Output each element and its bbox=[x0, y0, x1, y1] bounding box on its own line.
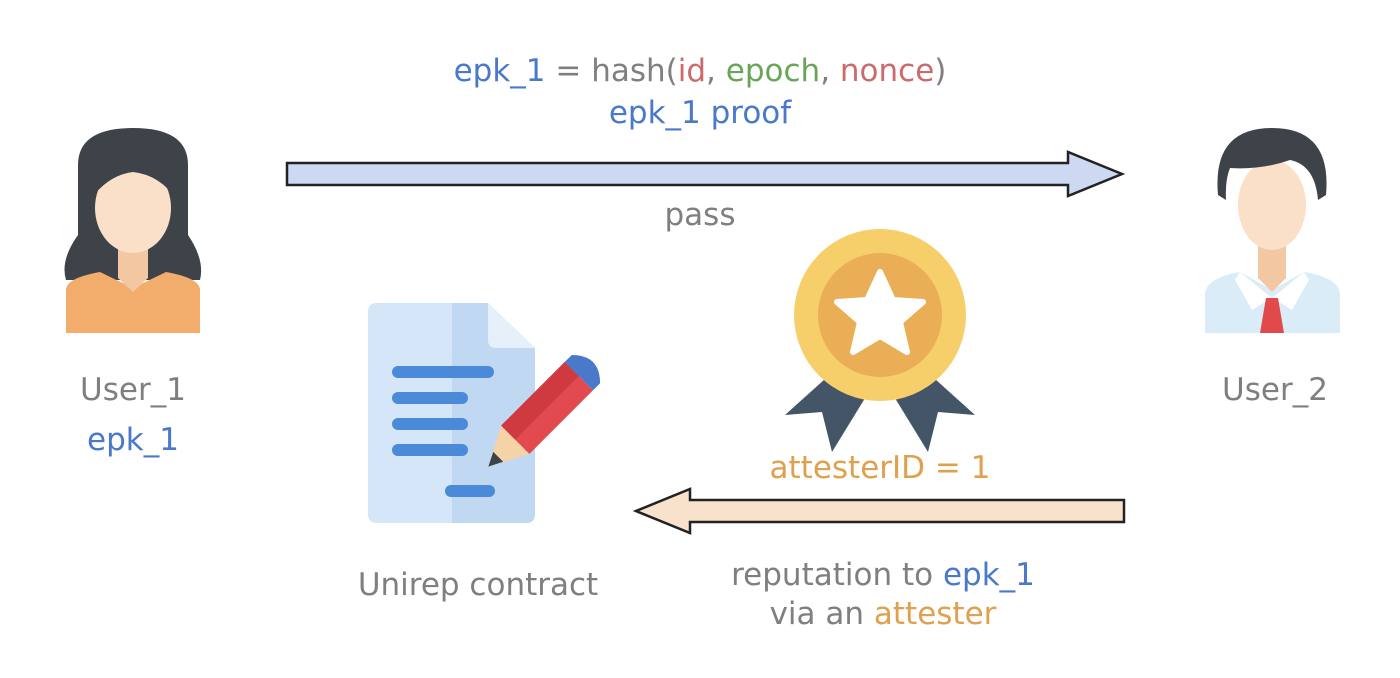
reputation-prefix: reputation to bbox=[731, 557, 943, 593]
formula-epoch: epoch bbox=[725, 53, 821, 89]
reputation-arrow bbox=[632, 487, 1126, 535]
male-user-icon bbox=[1205, 128, 1340, 333]
formula-eq: = hash( bbox=[545, 53, 678, 89]
attester-id-label: attesterID = 1 bbox=[769, 450, 991, 486]
formula-id: id bbox=[677, 53, 707, 89]
hash-formula: epk_1 = hash(id, epoch, nonce) bbox=[0, 56, 1400, 87]
user1-name: User_1 bbox=[80, 372, 186, 408]
proof-label: epk_1 proof bbox=[608, 95, 792, 131]
formula-nonce: nonce bbox=[839, 53, 935, 89]
formula-comma2: , bbox=[820, 53, 840, 89]
contract-label: Unirep contract bbox=[357, 567, 599, 603]
reputation-line1: reputation to epk_1 bbox=[683, 560, 1083, 591]
pass-label: pass bbox=[664, 197, 736, 233]
reputation-attester: attester bbox=[873, 596, 997, 632]
medal-star-icon bbox=[785, 229, 975, 452]
female-user-icon bbox=[64, 128, 202, 333]
document-pencil-icon bbox=[368, 303, 601, 523]
formula-comma1: , bbox=[706, 53, 726, 89]
formula-lhs: epk_1 bbox=[453, 53, 546, 89]
reputation-target: epk_1 bbox=[942, 557, 1035, 593]
user2-name: User_2 bbox=[1222, 372, 1328, 408]
pass-arrow bbox=[285, 150, 1126, 198]
formula-close: ) bbox=[934, 53, 947, 89]
reputation-line2: via an attester bbox=[683, 599, 1083, 630]
reputation-via: via an bbox=[769, 596, 874, 632]
user1-key: epk_1 bbox=[87, 422, 179, 458]
